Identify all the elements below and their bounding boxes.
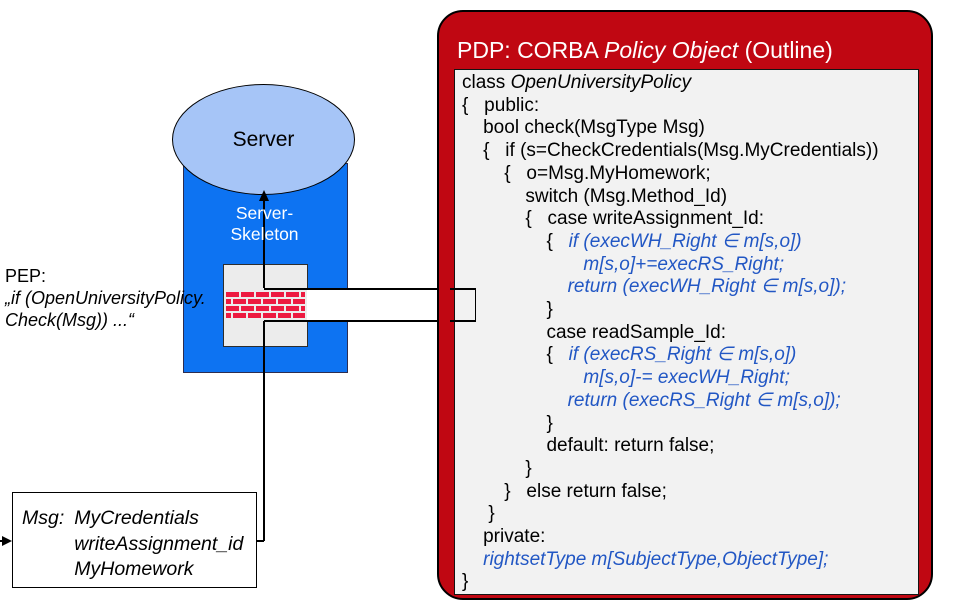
code-line: } <box>462 413 918 436</box>
msg-line-up <box>263 321 265 541</box>
message-pipe-bottom-edge <box>264 320 437 322</box>
server-skeleton-label: Server- Skeleton <box>183 203 346 244</box>
message-pipe-fill <box>307 289 437 320</box>
code-segment <box>462 549 483 570</box>
pdp-code: class OpenUniversityPolicy{ public: bool… <box>454 69 919 595</box>
code-line: bool check(MsgType Msg) <box>462 117 918 140</box>
msg-item-credentials: MyCredentials <box>74 507 199 529</box>
code-segment: private: <box>462 526 546 548</box>
code-line: return (execWH_Right ∈ m[s,o]); <box>462 276 918 299</box>
code-segment: { <box>462 230 569 252</box>
code-segment: } <box>462 571 469 593</box>
arrow-up-icon <box>259 190 269 201</box>
code-segment: { if (s=CheckCredentials(Msg.MyCredentia… <box>462 140 879 162</box>
code-line: private: <box>462 526 918 549</box>
code-line: { case writeAssignment_Id: <box>462 208 918 231</box>
call-line-to-server <box>263 200 265 288</box>
code-segment: { <box>462 344 569 366</box>
msg-box-label: Msg: <box>22 507 65 529</box>
code-segment <box>462 367 583 388</box>
code-segment-policy-logic: return (execWH_Right ∈ m[s,o]); <box>567 276 846 298</box>
server-ellipse: Server <box>172 84 355 195</box>
code-segment: } <box>462 412 553 434</box>
code-segment: { case writeAssignment_Id: <box>462 208 765 230</box>
code-segment: default: return false; <box>462 435 715 457</box>
pdp-title: PDP: CORBA Policy Object (Outline) <box>457 37 833 64</box>
code-segment: class <box>462 72 511 93</box>
code-segment: } else return false; <box>462 480 667 502</box>
code-line: case readSample_Id: <box>462 322 918 345</box>
server-skeleton-label-line1: Server- <box>235 203 294 223</box>
code-segment-policy-logic: if (execWH_Right ∈ m[s,o]) <box>568 230 802 252</box>
code-segment: } <box>462 503 495 525</box>
code-segment <box>462 276 568 297</box>
code-line: } <box>462 503 918 526</box>
code-segment: switch (Msg.Method_Id) <box>462 185 728 207</box>
message-pipe-top-edge <box>264 288 437 290</box>
code-line: m[s,o]+=execRS_Right; <box>462 254 918 277</box>
code-line: } <box>462 458 918 481</box>
server-skeleton-label-line2: Skeleton <box>230 223 299 244</box>
arrow-right-icon <box>2 535 12 546</box>
code-segment <box>462 390 568 411</box>
code-line: } else return false; <box>462 481 918 504</box>
code-line: class OpenUniversityPolicy <box>462 72 918 95</box>
pep-quote-line2: Check(Msg)) ...“ <box>5 310 135 330</box>
code-segment: bool check(MsgType Msg) <box>462 117 705 139</box>
code-line: { o=Msg.MyHomework; <box>462 163 918 186</box>
firewall-brick-icon <box>226 291 305 318</box>
code-segment-policy-logic: m[s,o]+=execRS_Right; <box>583 253 785 275</box>
code-segment-policy-logic: if (execRS_Right ∈ m[s,o]) <box>568 344 797 366</box>
code-segment <box>462 254 583 275</box>
msg-item-method: writeAssignment_id <box>74 532 244 555</box>
msg-box: Msg: MyCredentials writeAssignment_id My… <box>12 492 257 588</box>
code-segment-policy-logic: return (execRS_Right ∈ m[s,o]); <box>567 389 841 411</box>
code-segment: { o=Msg.MyHomework; <box>462 162 711 184</box>
pep-label-title: PEP: <box>5 266 47 286</box>
code-segment-policy-logic: rightsetType m[SubjectType,ObjectType]; <box>483 548 829 570</box>
code-line: { if (execWH_Right ∈ m[s,o]) <box>462 231 918 254</box>
code-line: { if (s=CheckCredentials(Msg.MyCredentia… <box>462 140 918 163</box>
pdp-title-italic: Policy Object <box>603 37 739 63</box>
code-segment: case readSample_Id: <box>462 321 727 343</box>
pdp-title-suffix: (Outline) <box>738 37 833 63</box>
code-segment: } <box>462 299 553 321</box>
code-line: } <box>462 571 918 594</box>
code-segment: { public: <box>462 94 540 116</box>
pep-label: PEP: „if (OpenUniversityPolicy. Check(Ms… <box>5 265 275 331</box>
code-segment: OpenUniversityPolicy <box>510 72 692 93</box>
server-label: Server <box>232 127 295 151</box>
code-segment: } <box>462 457 532 479</box>
pep-quote-line1: „if (OpenUniversityPolicy. <box>5 288 206 308</box>
msg-box-items: MyCredentials writeAssignment_id MyHomew… <box>74 506 243 587</box>
message-pipe-right-edge <box>474 288 476 322</box>
code-line: switch (Msg.Method_Id) <box>462 186 918 209</box>
message-pipe-bottom-edge-right <box>450 320 476 322</box>
pdp-panel: PDP: CORBA Policy Object (Outline) class… <box>437 10 933 600</box>
code-line: { public: <box>462 95 918 118</box>
code-line: rightsetType m[SubjectType,ObjectType]; <box>462 549 918 572</box>
code-line: default: return false; <box>462 435 918 458</box>
message-pipe-top-edge-right <box>450 288 476 290</box>
code-line: { if (execRS_Right ∈ m[s,o]) <box>462 344 918 367</box>
code-line: m[s,o]-= execWH_Right; <box>462 367 918 390</box>
msg-line-stub <box>256 540 264 542</box>
pdp-title-prefix: PDP: CORBA <box>457 37 604 63</box>
code-line: } <box>462 299 918 322</box>
code-line: return (execRS_Right ∈ m[s,o]); <box>462 390 918 413</box>
msg-item-homework: MyHomework <box>74 558 194 580</box>
code-segment-policy-logic: m[s,o]-= execWH_Right; <box>583 367 790 389</box>
